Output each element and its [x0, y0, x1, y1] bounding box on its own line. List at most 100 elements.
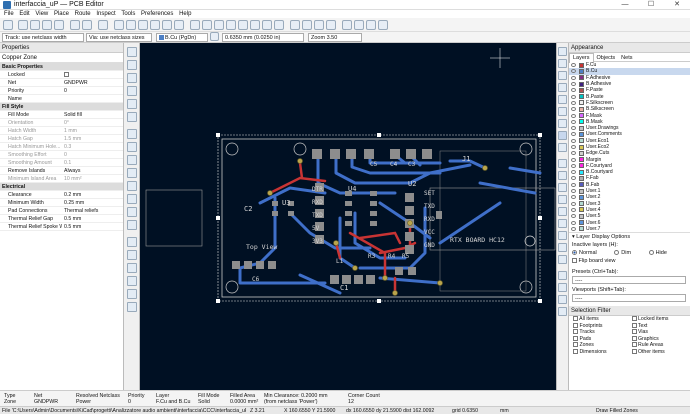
route-track-icon[interactable]	[558, 83, 567, 92]
eye-icon[interactable]	[571, 113, 576, 118]
footprint-browser-icon[interactable]	[314, 20, 324, 30]
pcb-canvas[interactable]: J1 C2 U3 U4 U2 C1 Top View RTX BOARD HC1…	[140, 43, 556, 390]
prop-value[interactable]: GNDPWR	[64, 80, 88, 86]
layer-color-swatch[interactable]	[579, 68, 584, 74]
fcu-tracks[interactable]	[268, 161, 417, 295]
polar-coords-icon[interactable]	[127, 73, 137, 83]
undo-icon[interactable]	[70, 20, 80, 30]
layer-color-swatch[interactable]	[579, 201, 584, 207]
mirror-h-icon[interactable]	[214, 20, 224, 30]
tab-nets[interactable]: Nets	[621, 55, 633, 61]
menu-inspect[interactable]: Inspect	[96, 11, 116, 17]
layer-row[interactable]: User.6	[569, 219, 690, 226]
plot-icon[interactable]	[54, 20, 64, 30]
prop-row-name[interactable]: Name	[0, 95, 123, 103]
prop-row-locked[interactable]: Locked	[0, 71, 123, 79]
measure-icon[interactable]	[558, 307, 567, 316]
layer-color-swatch[interactable]	[579, 188, 584, 194]
pcb-drawing[interactable]: J1 C2 U3 U4 U2 C1 Top View RTX BOARD HC1…	[140, 43, 556, 390]
draw-line-icon[interactable]	[558, 159, 567, 168]
draw-polygon-icon[interactable]	[558, 207, 567, 216]
layer-color-swatch[interactable]	[579, 138, 584, 144]
layer-row[interactable]: User.Drawings	[569, 125, 690, 131]
eye-icon[interactable]	[571, 195, 576, 200]
prop-row-thermal-spoke[interactable]: Thermal Relief Spoke W...0.5 mm	[0, 223, 123, 231]
layer-row[interactable]: User.5	[569, 213, 690, 219]
layer-color-swatch[interactable]	[579, 106, 584, 112]
eye-icon[interactable]	[571, 170, 576, 175]
lock-icon[interactable]	[262, 20, 272, 30]
prop-value[interactable]: 0.5 mm	[64, 224, 82, 230]
draw-rect-icon[interactable]	[558, 183, 567, 192]
eye-icon[interactable]	[571, 82, 576, 87]
eye-icon[interactable]	[571, 63, 576, 68]
add-zone-icon[interactable]	[558, 131, 567, 140]
layer-row[interactable]: User.3	[569, 201, 690, 207]
prop-value[interactable]: 0.2 mm	[64, 192, 82, 198]
eye-icon[interactable]	[571, 138, 576, 143]
curved-ratsnest-icon[interactable]	[127, 142, 137, 152]
filter-all-items[interactable]: All items	[573, 316, 632, 323]
high-contrast-icon[interactable]	[127, 220, 137, 230]
grid-select[interactable]: 0.6350 mm (0.0250 in)	[222, 33, 304, 42]
refresh-icon[interactable]	[114, 20, 124, 30]
ratsnest-icon[interactable]	[127, 129, 137, 139]
layer-row[interactable]: User.4	[569, 207, 690, 213]
eye-icon[interactable]	[571, 189, 576, 194]
menu-tools[interactable]: Tools	[121, 11, 136, 17]
eye-icon[interactable]	[571, 220, 576, 225]
via-outline-icon[interactable]	[127, 194, 137, 204]
menu-help[interactable]: Help	[179, 11, 192, 17]
filter-graphics[interactable]: Graphics	[631, 336, 690, 343]
select-icon[interactable]	[558, 47, 567, 56]
prop-value[interactable]	[62, 95, 123, 102]
eye-icon[interactable]	[571, 132, 576, 137]
layer-color-swatch[interactable]	[579, 213, 584, 219]
layer-display-options[interactable]: ▾ Layer Display Options	[569, 232, 690, 241]
zoom-fit-icon[interactable]	[150, 20, 160, 30]
close-icon[interactable]: ✕	[674, 1, 680, 8]
eye-icon[interactable]	[571, 226, 576, 231]
layer-row[interactable]: F.Fab	[569, 175, 690, 181]
layer-color-swatch[interactable]	[579, 119, 584, 125]
eye-icon[interactable]	[571, 94, 576, 99]
add-via-icon[interactable]	[558, 119, 567, 128]
radio-hide[interactable]	[648, 250, 654, 256]
layer-color-swatch[interactable]	[579, 182, 584, 188]
menu-route[interactable]: Route	[74, 11, 91, 17]
board-setup-icon[interactable]	[18, 20, 28, 30]
eye-icon[interactable]	[571, 126, 576, 131]
filter-text[interactable]: Text	[631, 323, 690, 330]
layer-color-swatch[interactable]	[579, 194, 584, 200]
eye-icon[interactable]	[571, 88, 576, 93]
add-image-icon[interactable]	[558, 219, 567, 228]
rule-area-icon[interactable]	[558, 143, 567, 152]
layer-row[interactable]: F.Mask	[569, 112, 690, 119]
zoom-selection-icon[interactable]	[174, 20, 184, 30]
eye-icon[interactable]	[571, 119, 576, 124]
layer-row[interactable]: B.Courtyard	[569, 169, 690, 175]
maximize-icon[interactable]: ☐	[647, 1, 655, 8]
zoom-in-icon[interactable]	[126, 20, 136, 30]
layer-color-swatch[interactable]	[579, 163, 584, 169]
draw-circle-icon[interactable]	[558, 195, 567, 204]
footprint-editor-icon[interactable]	[302, 20, 312, 30]
eye-icon[interactable]	[571, 163, 576, 168]
minimize-icon[interactable]: —	[621, 1, 629, 8]
viewports-select[interactable]: ----	[572, 294, 686, 303]
prop-value[interactable]: Thermal reliefs	[64, 208, 99, 214]
layer-row[interactable]: Edge.Cuts	[569, 150, 690, 156]
net-inspector-icon[interactable]	[127, 237, 137, 247]
tab-objects[interactable]: Objects	[596, 55, 616, 61]
layer-color-swatch[interactable]	[579, 226, 584, 232]
layer-color-swatch[interactable]	[579, 220, 584, 226]
prop-value[interactable]: 0	[64, 88, 67, 94]
track-width-select[interactable]: Track: use netclass width	[2, 33, 84, 42]
layer-color-swatch[interactable]	[579, 75, 584, 81]
eye-icon[interactable]	[571, 201, 576, 206]
eye-icon[interactable]	[571, 157, 576, 162]
layer-row[interactable]: B.Paste	[569, 93, 690, 100]
save-icon[interactable]	[3, 20, 13, 30]
